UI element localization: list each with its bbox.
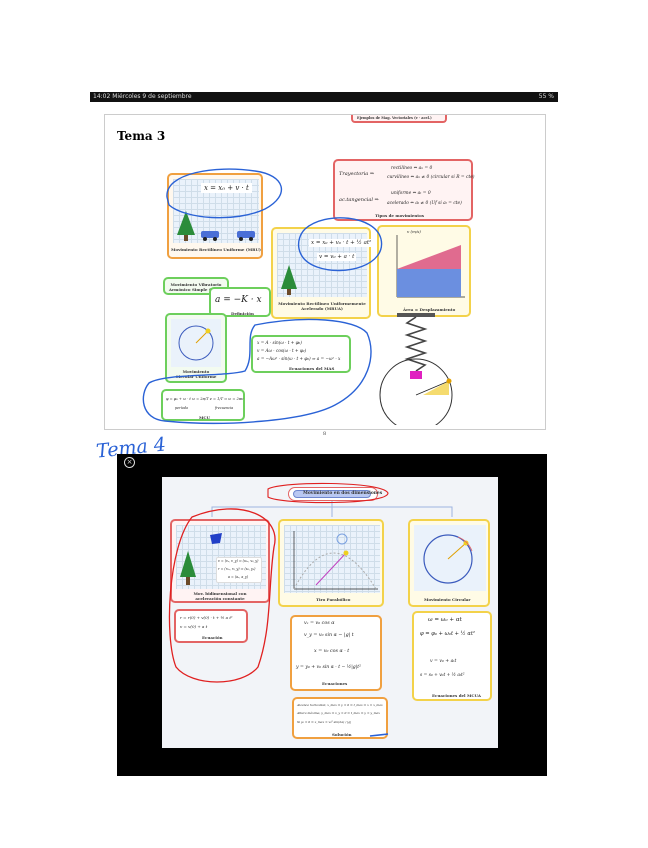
circular-label: Movimiento Circular — [424, 597, 471, 602]
mru-label: Movimiento Rectilíneo Uniforme (MRU) — [171, 247, 261, 252]
tiro-diagram — [293, 531, 378, 590]
mcu-label: MCU — [199, 415, 211, 420]
mcu-diagram-box: Movimiento Circular Uniforme — [165, 313, 227, 383]
mru-formula: x = x₀ + v · t — [201, 183, 252, 193]
tipos-top-box: Ejemplos de Mag. Vectoriales (v · acel.) — [351, 115, 447, 123]
sol-formula-2: Altura máxima, y_max ⇒ v_y = 0 ⇒ t_max ⇒… — [297, 711, 380, 715]
mrua-formula-1: x = x₀ + v₀ · t + ½ at² — [309, 239, 374, 247]
close-button[interactable]: × — [124, 457, 135, 468]
circular-diagram — [414, 525, 486, 591]
spring-circle-drawing — [379, 313, 453, 425]
mrua-box: x = x₀ + v₀ · t + ½ at² v = v₀ + a · t M… — [271, 227, 374, 319]
ecuaciones-mas-label: Ecuaciones del MAS — [289, 366, 335, 371]
definicion-label: Definición — [231, 311, 254, 316]
mas-eq-3: a = −Aω² · sin(ω · t + φ₀) ⇒ a = −ω² · x — [257, 356, 341, 361]
slide-title-box: Movimiento en dos dimensiones — [288, 487, 382, 501]
vt-graph — [396, 235, 465, 298]
tiro-formula-3: x = v₀ cos α · t — [314, 649, 350, 654]
tipos-label: Tipos de movimientos — [375, 213, 425, 218]
mas-equations-box: x = A · sin(ω · t + φ₀) v = Aω · cos(ω ·… — [251, 335, 351, 373]
bird-icon — [210, 533, 222, 544]
status-bar: 14:02 Miércoles 9 de septiembre 55 % — [90, 92, 558, 102]
mcu-box: φ = φ₀ + ω · t ω = 2π/T ν = 1/T ⇒ ω = 2π… — [161, 389, 245, 421]
mas-eq-2: v = Aω · cos(ω · t + φ₀) — [257, 348, 307, 353]
bidim-formula-3: a = (aₓ, a_y) — [228, 575, 249, 579]
mrua-label: Movimiento Rectilíneo Uniformemente Acel… — [278, 301, 366, 311]
tipos-box: Trayectoria ⇒ rectilíneo ⇔ aₙ = 0 curvil… — [333, 159, 475, 221]
status-time-date: 14:02 Miércoles 9 de septiembre — [93, 93, 192, 100]
page-number: 8 — [323, 431, 327, 437]
tang-formula-2: acelerado ⇔ aₜ ≠ 0 (Uf si aₜ = cte) — [387, 201, 462, 206]
tree-icon — [180, 551, 196, 585]
tree-icon — [177, 211, 195, 241]
mcua-label: Ecuaciones del MCUA — [432, 693, 482, 698]
slide-tema-4: Movimiento en dos dimensiones v = (vₓ, v… — [162, 477, 498, 748]
bidim-box: v = (vₓ, v_y) ⇒ (v₀ₓ, v₀_y) r = (r₀ₓ, r₀… — [170, 519, 270, 603]
ecuacion-formula-1: r = r(0) + v(0) · t + ½ a t² — [180, 615, 233, 620]
bidim-label: Mov. bidimensional con aceleración const… — [193, 591, 247, 601]
handwritten-annotations — [142, 168, 383, 424]
frecuencia-label: frecuencia — [215, 406, 234, 410]
mas-label: Movimiento Vibratorio Armónico Simple (M… — [168, 282, 224, 292]
mas-eq-1: x = A · sin(ω · t + φ₀) — [257, 340, 302, 345]
tang-label: ac.tangencial ⇒ — [339, 197, 379, 203]
tiro-box: Tiro Parabólico — [278, 519, 384, 607]
tang-formula-1: uniforme ⇔ aₜ = 0 — [391, 191, 431, 196]
tipos-top-label: Ejemplos de Mag. Vectoriales (v · acel.) — [357, 116, 432, 120]
status-battery: 55 % — [538, 93, 554, 100]
page-heading: Tema 3 — [117, 129, 166, 143]
ecuacion-label: Ecuación — [202, 635, 223, 640]
ecuacion-box: r = r(0) + v(0) · t + ½ a t² v = v(0) + … — [174, 609, 248, 643]
slide-annotations — [168, 482, 389, 737]
circle-diagram — [171, 319, 221, 367]
connector-lines — [211, 501, 453, 517]
tiro-formula-4: y = y₀ + v₀ sin α · t − ½|g|t² — [296, 665, 361, 670]
circ-formula-4: s = s₀ + v₀t + ½ aₜt² — [420, 673, 465, 678]
tray-formula-1: rectilíneo ⇔ aₙ = 0 — [391, 166, 433, 171]
bidim-formula-1: v = (vₓ, v_y) ⇒ (v₀ₓ, v₀_y) — [218, 559, 259, 563]
circ-formula-3: v = v₀ + aₜt — [430, 659, 457, 664]
page-tema-3: Tema 3 Ejemplos de Mag. Vectoriales (v ·… — [104, 114, 546, 437]
ecuaciones-label: Ecuaciones — [322, 681, 348, 686]
tree-icon — [281, 265, 297, 295]
mru-box: x = x₀ + v · t Movimiento Rectilíneo Uni… — [167, 173, 263, 259]
ecuaciones-box: vₓ = v₀ cos α v_y = v₀ sin α − |g| t x =… — [290, 615, 382, 691]
definicion-box: a = −K · x Definición — [209, 287, 271, 317]
circular-label: Movimiento Circular Uniforme — [175, 369, 217, 379]
ecuacion-formula-2: v = v(0) + a t — [180, 624, 208, 629]
area-label: Área = Desplazamiento — [403, 307, 456, 312]
tiro-formula-1: vₓ = v₀ cos α — [304, 621, 335, 626]
mrua-formula-2: v = v₀ + a · t — [317, 253, 357, 261]
mcu-formula: φ = φ₀ + ω · t ω = 2π/T ν = 1/T ⇒ ω = 2π… — [166, 397, 244, 401]
mas-def-formula: a = −K · x — [215, 295, 262, 305]
close-icon: × — [126, 458, 133, 466]
sol-formula-3: Si y₀ = 0 ⇒ x_max = v₀² sin(2α) / |g| — [297, 720, 352, 724]
cars-icon — [201, 231, 255, 241]
tray-formula-2: curvilíneo ⇔ aₙ ≠ 0 (circular si R = cte… — [387, 175, 475, 180]
graph-axis-label: v (m/s) — [407, 229, 421, 234]
periodo-label: período — [175, 406, 189, 410]
bidim-formula-2: r = (r₀ₓ, r₀_y) ⇒ (x₀, y₀) — [218, 567, 256, 571]
circ-formula-1: ω = ω₀ + αt — [428, 617, 462, 623]
tray-label: Trayectoria ⇒ — [339, 171, 375, 177]
tiro-formula-2: v_y = v₀ sin α − |g| t — [304, 633, 354, 638]
area-box: v (m/s) Área = Desplazamiento — [377, 225, 471, 317]
solucion-label: Solución — [332, 732, 352, 737]
mcua-box: ω = ω₀ + αt φ = φ₀ + ω₀t + ½ αt² v = v₀ … — [412, 611, 492, 701]
sol-formula-1: Alcance horizontal, x_max ⇒ y = 0 ⇒ t_ma… — [297, 703, 383, 707]
tiro-label: Tiro Parabólico — [316, 597, 351, 602]
circ-formula-2: φ = φ₀ + ω₀t + ½ αt² — [420, 631, 476, 637]
slide-title: Movimiento en dos dimensiones — [303, 491, 383, 496]
circular-box: Movimiento Circular — [408, 519, 490, 607]
solucion-box: Alcance horizontal, x_max ⇒ y = 0 ⇒ t_ma… — [292, 697, 388, 739]
